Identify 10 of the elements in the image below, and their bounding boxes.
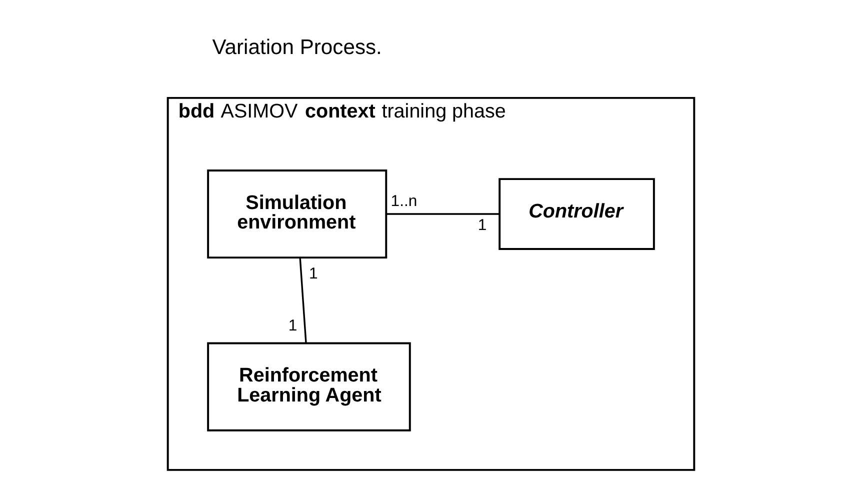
label: 1 (308, 265, 318, 282)
label: 1 (477, 217, 486, 234)
node-box: Controller (498, 178, 654, 250)
label: Variation Process. (212, 36, 382, 60)
label: 1 (288, 318, 297, 335)
connector (298, 258, 306, 344)
node-box: Reinforcement Learning Agent (206, 342, 410, 432)
connector (386, 213, 500, 215)
label: 1..n (390, 193, 417, 210)
node-box: Simulation environment (206, 170, 387, 259)
